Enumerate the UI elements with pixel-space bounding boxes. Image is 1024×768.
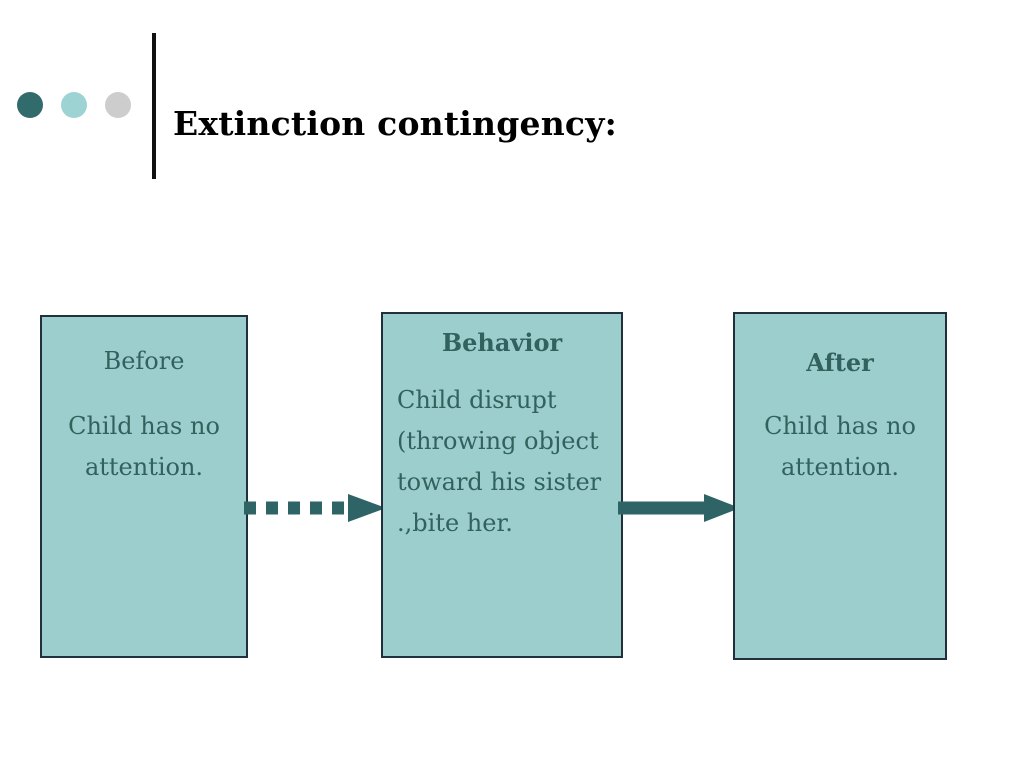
box-before-body: Child has no attention.: [68, 412, 220, 481]
contingency-box-behavior: Behavior Child disrupt (throwing object …: [381, 312, 623, 658]
box-behavior-heading: Behavior: [441, 328, 563, 357]
decor-dot-gray-icon: [105, 92, 131, 118]
box-after-body: Child has no attention.: [764, 412, 916, 481]
contingency-box-after: After Child has no attention.: [733, 312, 947, 660]
box-after-heading: After: [806, 348, 874, 377]
page-title: Extinction contingency:: [173, 104, 617, 143]
contingency-box-before: Before Child has no attention.: [40, 315, 248, 658]
decor-dot-light-teal-icon: [61, 92, 87, 118]
arrow-dashed-before-to-behavior: [244, 494, 386, 522]
decor-dot-dark-teal-icon: [17, 92, 43, 118]
slide-header: Extinction contingency:: [0, 0, 1024, 200]
arrow-solid-behavior-to-after: [618, 494, 740, 522]
box-behavior-body: Child disrupt (throwing object toward hi…: [397, 386, 602, 537]
box-before-heading: Before: [103, 347, 185, 375]
title-divider: [152, 33, 156, 179]
